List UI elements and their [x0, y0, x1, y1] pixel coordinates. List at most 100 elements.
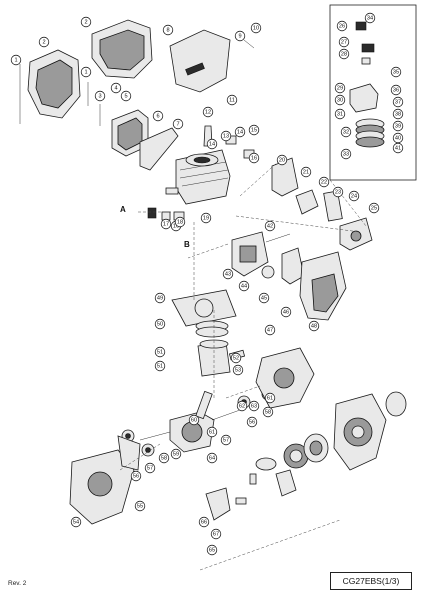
callout-26: 26 [336, 20, 348, 32]
muffler [271, 157, 299, 197]
callout-circle [144, 462, 156, 474]
callout-number: 41 [395, 145, 401, 151]
callout-number: 59 [173, 451, 179, 457]
callout-circle [226, 94, 238, 106]
callout-56: 56 [130, 470, 142, 482]
callout-number: 23 [335, 189, 341, 195]
callout-3: 3 [94, 90, 106, 102]
callout-circle [264, 220, 276, 232]
callout-circle [188, 414, 200, 426]
callout-9: 9 [234, 30, 246, 42]
callout-number: 33 [343, 151, 349, 157]
callout-circle [392, 108, 404, 120]
callout-number: 43 [225, 271, 231, 277]
callout-number: 42 [267, 223, 273, 229]
callout-42: 42 [264, 220, 276, 232]
callout-circle [250, 22, 262, 34]
callout-number: 16 [173, 223, 179, 229]
callout-circle [120, 90, 132, 102]
callout-57: 57 [144, 462, 156, 474]
callout-circle [154, 360, 166, 372]
callout-1: 1 [10, 54, 22, 66]
callout-number: 45 [261, 295, 267, 301]
revision-label: Rev. 2 [8, 580, 27, 587]
callout-66: 66 [198, 516, 210, 528]
callout-16: 16 [248, 152, 260, 164]
callout-circle [318, 176, 330, 188]
air-filter-element [281, 247, 305, 285]
callout-38: 38 [392, 108, 404, 120]
callout-65: 65 [206, 544, 218, 556]
callout-11: 11 [226, 94, 238, 106]
callout-circle [154, 318, 166, 330]
callout-circle [236, 400, 248, 412]
callout-circle [154, 292, 166, 304]
callout-circle [234, 30, 246, 42]
callout-32: 32 [340, 126, 352, 138]
callout-number: 35 [393, 69, 399, 75]
callout-number: 58 [161, 455, 167, 461]
callout-circle [264, 392, 276, 404]
callout-circle [80, 16, 92, 28]
callout-number: 21 [303, 169, 309, 175]
callout-number: 49 [157, 295, 163, 301]
callout-circle [94, 90, 106, 102]
callout-48: 48 [308, 320, 320, 332]
callout-67: 67 [210, 528, 222, 540]
callout-number: 15 [251, 127, 257, 133]
callout-circle [340, 148, 352, 160]
callout-circle [200, 212, 212, 224]
callout-number: 32 [343, 129, 349, 135]
callout-number: 7 [176, 121, 179, 127]
callout-7: 7 [172, 118, 184, 130]
callout-number: 26 [339, 23, 345, 29]
callout-36: 36 [390, 84, 402, 96]
callout-51: 51 [154, 360, 166, 372]
callout-number: 57 [147, 465, 153, 471]
callout-43: 43 [222, 268, 234, 280]
callout-circle [206, 426, 218, 438]
callout-number: 62 [239, 403, 245, 409]
callout-number: 2 [84, 19, 87, 25]
callout-45: 45 [258, 292, 270, 304]
callout-circle [202, 106, 214, 118]
callout-number: 51 [157, 349, 163, 355]
callout-circle [80, 66, 92, 78]
callout-number: 65 [209, 547, 215, 553]
callout-number: 51 [157, 363, 163, 369]
callout-49: 49 [154, 292, 166, 304]
callout-circle [158, 452, 170, 464]
callout-number: 16 [251, 155, 257, 161]
callout-number: 53 [235, 367, 241, 373]
callout-58: 58 [262, 406, 274, 418]
callout-circle [246, 416, 258, 428]
ref-letter-b: B [184, 240, 190, 249]
callout-1: 1 [80, 66, 92, 78]
callout-2: 2 [38, 36, 50, 48]
callout-number: 2 [42, 39, 45, 45]
callout-number: 25 [371, 205, 377, 211]
callout-2: 2 [80, 16, 92, 28]
callout-31: 31 [334, 108, 346, 120]
callout-number: 54 [73, 519, 79, 525]
callout-number: 9 [238, 33, 241, 39]
callout-circle [392, 96, 404, 108]
callout-number: 4 [114, 85, 117, 91]
callout-41: 41 [392, 142, 404, 154]
callout-circle [262, 406, 274, 418]
callout-number: 39 [395, 123, 401, 129]
callout-circle [198, 516, 210, 528]
callout-circle [332, 186, 344, 198]
callout-circle [162, 24, 174, 36]
callout-circle [390, 84, 402, 96]
callout-circle [160, 218, 172, 230]
callout-21: 21 [300, 166, 312, 178]
callout-circle [392, 120, 404, 132]
callout-19: 19 [200, 212, 212, 224]
callout-circle [152, 110, 164, 122]
callout-circle [300, 166, 312, 178]
callout-number: 64 [209, 455, 215, 461]
callout-circle [368, 202, 380, 214]
callout-28: 28 [338, 48, 350, 60]
